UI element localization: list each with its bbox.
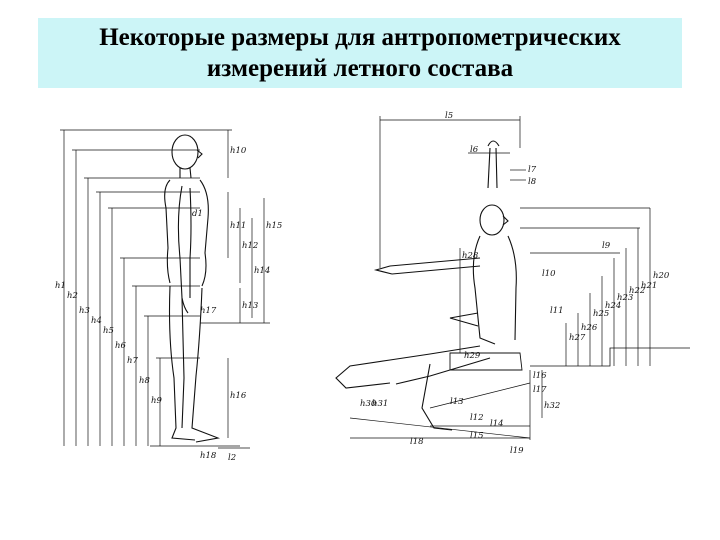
standing-labels-left: h1 h2 h3 h4 h5 h6 h7 h8 h9 (55, 281, 162, 406)
label-h21: h21 (641, 281, 657, 291)
standing-dim-lines-right (200, 129, 270, 449)
label-h7: h7 (127, 356, 138, 366)
seated-dim-lines (349, 116, 651, 440)
seated-labels-top: l5 l6 l7 l8 l9 l10 l11 (445, 111, 611, 316)
label-h24: h24 (605, 301, 621, 311)
standing-figure (150, 134, 240, 447)
label-h14: h14 (254, 266, 270, 276)
label-h32: h32 (544, 401, 560, 411)
label-h12: h12 (242, 241, 258, 251)
anthropometric-diagram: h1 h2 h3 h4 h5 h6 h7 h8 h9 h10 h11 h12 h… (50, 108, 690, 468)
label-l14: l14 (490, 419, 504, 429)
label-l16: l16 (533, 371, 547, 381)
standing-labels-right: h10 h11 h12 h13 h14 h15 h16 h17 h18 d1 l… (192, 146, 282, 463)
label-h18: h18 (200, 451, 217, 461)
standing-dim-lines-left (60, 129, 200, 446)
label-h27: h27 (569, 333, 586, 343)
label-h16: h16 (230, 391, 247, 401)
label-h23: h23 (617, 293, 633, 303)
label-h26: h26 (581, 323, 598, 333)
label-h3: h3 (79, 306, 90, 316)
label-h15: h15 (266, 221, 282, 231)
label-h11: h11 (230, 221, 246, 231)
label-h17: h17 (200, 306, 217, 316)
label-h10: h10 (230, 146, 247, 156)
label-l15: l15 (470, 431, 484, 441)
label-l13: l13 (450, 397, 464, 407)
label-l8: l8 (528, 177, 537, 187)
label-h13: h13 (242, 301, 258, 311)
label-l11: l11 (550, 306, 564, 316)
label-h25: h25 (593, 309, 609, 319)
label-h9: h9 (151, 396, 162, 406)
label-l2: l2 (228, 453, 236, 463)
label-h31: h31 (372, 399, 388, 409)
label-h20: h20 (653, 271, 670, 281)
label-l12: l12 (470, 413, 484, 423)
label-h30: h30 (360, 399, 377, 409)
label-h8: h8 (139, 376, 150, 386)
label-h2: h2 (67, 291, 78, 301)
label-l18: l18 (410, 437, 424, 447)
label-l17: l17 (533, 385, 547, 395)
title-banner: Некоторые размеры для антропометрических… (38, 18, 682, 88)
diagram-svg: h1 h2 h3 h4 h5 h6 h7 h8 h9 h10 h11 h12 h… (55, 111, 690, 463)
label-h5: h5 (103, 326, 114, 336)
label-h6: h6 (115, 341, 126, 351)
label-h29: h29 (464, 351, 481, 361)
label-l6: l6 (470, 145, 479, 155)
label-h28: h28 (462, 251, 479, 261)
label-l9: l9 (602, 241, 611, 251)
label-h4: h4 (91, 316, 102, 326)
label-l5: l5 (445, 111, 453, 121)
seated-labels-right: h20 h21 h22 h23 h24 h25 h26 h27 h28 (462, 251, 670, 343)
label-h1: h1 (55, 281, 66, 291)
label-l19: l19 (510, 446, 524, 456)
label-d1: d1 (192, 209, 203, 219)
label-h22: h22 (629, 286, 645, 296)
slide-title: Некоторые размеры для антропометрических… (99, 24, 621, 82)
label-l7: l7 (528, 165, 537, 175)
label-l10: l10 (542, 269, 556, 279)
seated-labels-bottom: h29 h30 h31 h32 l12 l13 l14 l15 l16 l17 … (360, 351, 560, 456)
